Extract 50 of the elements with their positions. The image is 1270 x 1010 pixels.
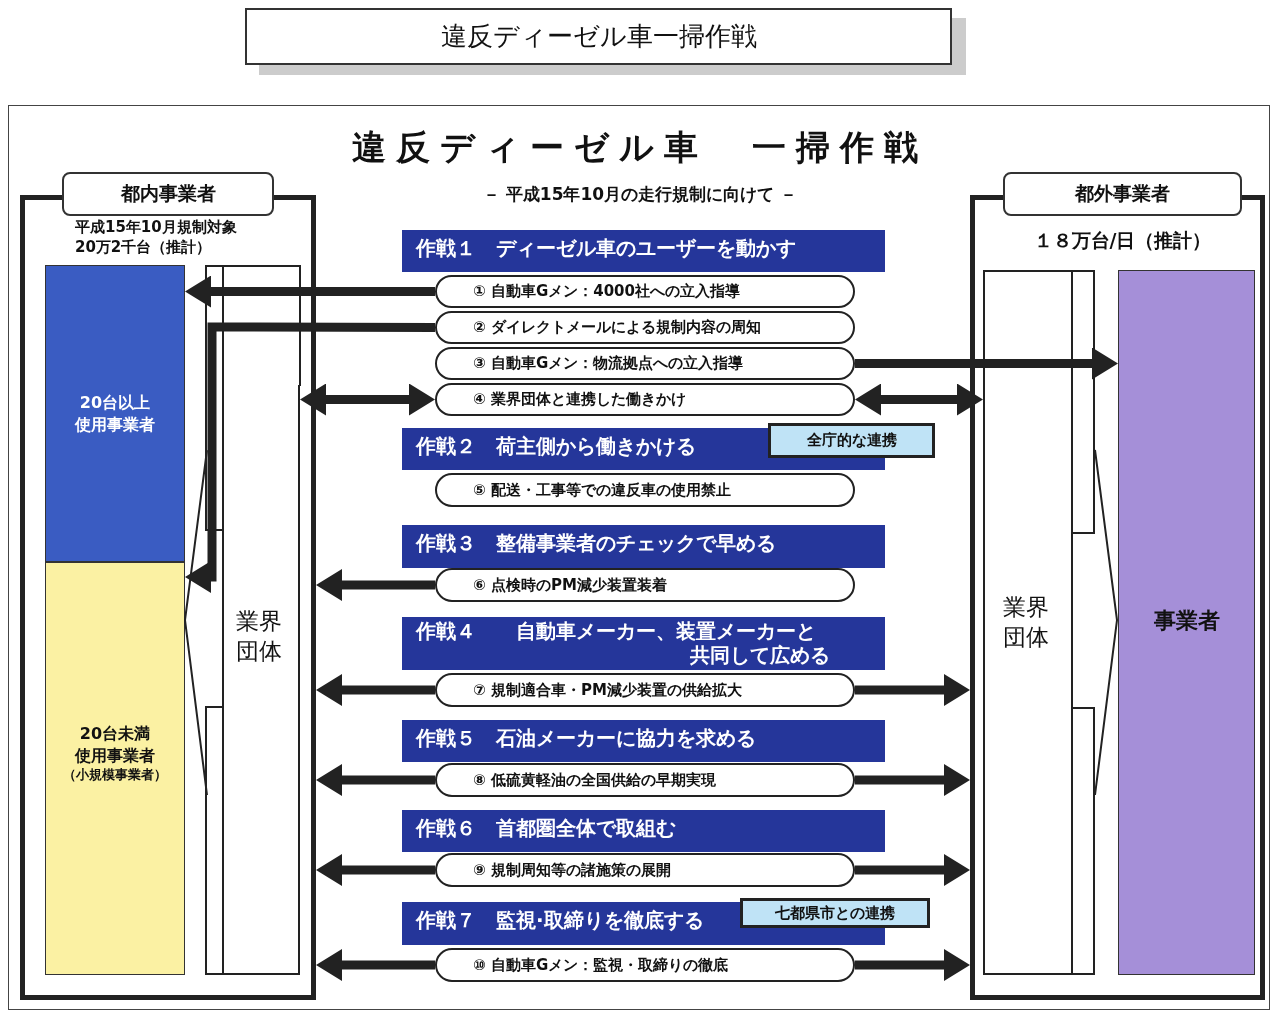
arrow <box>185 275 435 308</box>
user-bar <box>45 562 185 975</box>
bar-label: 20台以上使用事業者 <box>74 391 156 436</box>
subtitle: － 平成15年10月の走行規制に向けて － <box>481 183 799 206</box>
group-box <box>222 385 300 975</box>
note-tag: 七都県市との連携 <box>740 898 930 928</box>
measure-pill: ⑥ 点検時のPM減少装置装着 <box>435 568 855 602</box>
measure-pill: ④ 業界団体と連携した働きかけ <box>435 383 855 416</box>
arrow <box>300 383 435 416</box>
bar-label: 20台未満使用事業者 <box>74 723 156 767</box>
group-label: 業界団体 <box>1003 593 1050 652</box>
arrow <box>316 674 435 706</box>
measure-pill: ⑩ 自動車Gメン：監視・取締りの徹底 <box>435 948 855 982</box>
strategy-band: 作戦３ 整備事業者のチェックで早める <box>402 525 885 568</box>
measure-pill: ① 自動車Gメン：4000社への立入指導 <box>435 275 855 308</box>
arrow <box>855 674 970 706</box>
user-bar <box>1118 270 1255 975</box>
arrow <box>316 949 435 981</box>
measure-pill: ⑤ 配送・工事等での違反車の使用禁止 <box>435 473 855 507</box>
strategy-band: 作戦２ 荷主側から働きかける <box>402 428 768 470</box>
bar-label: 事業者 <box>1152 607 1221 635</box>
measure-pill: ⑧ 低硫黄軽油の全国供給の早期実現 <box>435 763 855 797</box>
strategy-band: 作戦４ 自動車メーカー、装置メーカーと共同して広める <box>402 617 885 670</box>
arrow <box>316 569 435 601</box>
group-label: 業界団体 <box>236 607 283 666</box>
arrow <box>855 347 1118 380</box>
measure-pill: ② ダイレクトメールによる規制内容の周知 <box>435 311 855 344</box>
arrow <box>316 854 435 886</box>
measure-pill: ③ 自動車Gメン：物流拠点への立入指導 <box>435 347 855 380</box>
note-tag: 全庁的な連携 <box>768 423 935 458</box>
user-bar <box>45 265 185 562</box>
strategy-band: 作戦６ 首都圏全体で取組む <box>402 810 885 852</box>
arrow <box>855 949 970 981</box>
arrow <box>185 322 435 593</box>
arrow <box>316 764 435 796</box>
strategy-band: 作戦７ 監視·取締りを徹底する <box>402 902 740 945</box>
arrow <box>855 764 970 796</box>
arrow <box>855 854 970 886</box>
main-title: 違反ディーゼル車 一掃作戦 <box>351 126 929 169</box>
measure-pill: ⑦ 規制適合車・PM減少装置の供給拡大 <box>435 673 855 707</box>
count-note: 平成15年10月規制対象20万2千台（推計） <box>75 218 238 257</box>
heading-tab: 都内事業者 <box>62 172 274 216</box>
heading-tab: 都外事業者 <box>1003 172 1242 216</box>
group-box <box>983 385 1073 975</box>
strategy-band: 作戦５ 石油メーカーに協力を求める <box>402 720 885 762</box>
count-note: １８万台/日（推計） <box>1032 228 1213 253</box>
bar-note: （小規模事業者） <box>63 766 167 785</box>
strategy-band: 作戦１ ディーゼル車のユーザーを動かす <box>402 230 885 272</box>
arrow <box>855 383 983 416</box>
measure-pill: ⑨ 規制周知等の諸施策の展開 <box>435 853 855 887</box>
